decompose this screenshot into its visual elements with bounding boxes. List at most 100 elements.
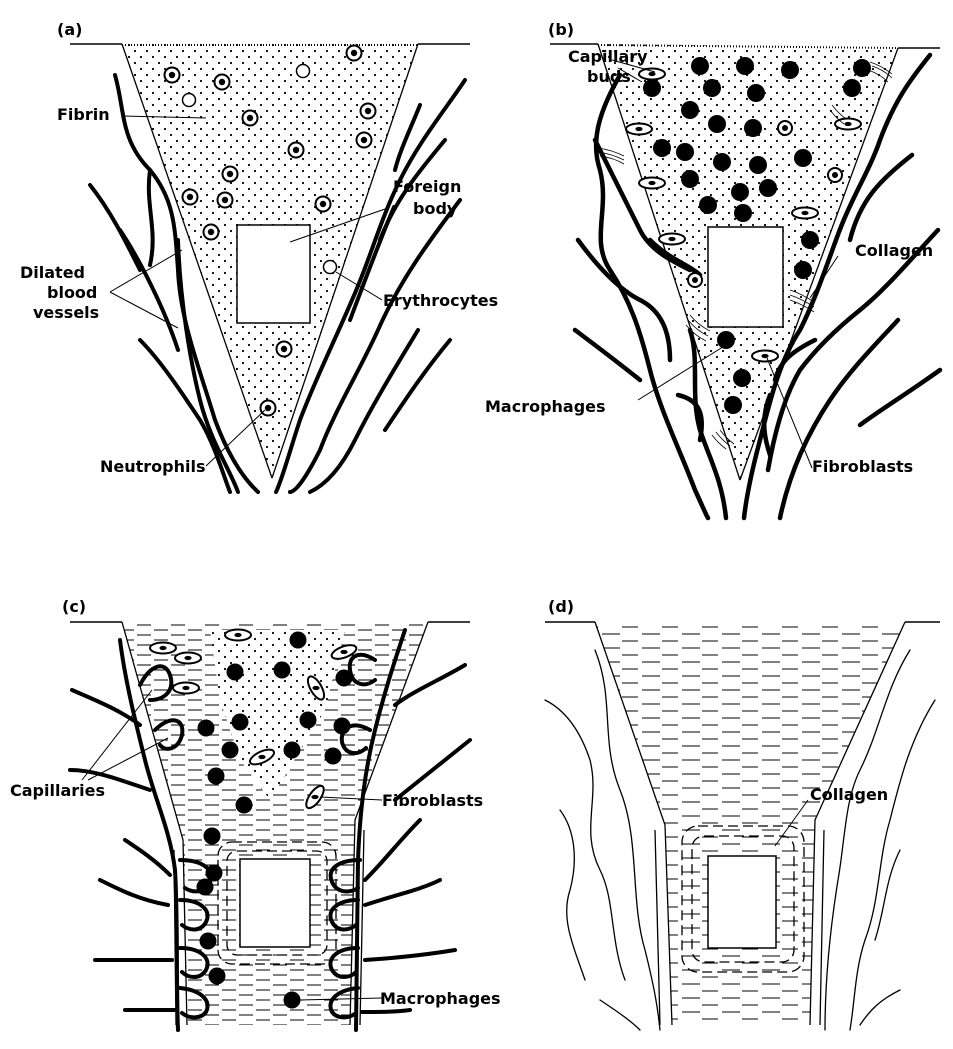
macrophage <box>843 79 861 97</box>
macrophage <box>717 331 735 349</box>
panel-b: (b) <box>485 20 940 518</box>
label-foreign-body-2: body <box>413 199 458 218</box>
label-buds: buds <box>587 67 631 86</box>
foreign-body <box>708 227 783 327</box>
macrophage <box>197 879 214 896</box>
macrophage <box>200 933 217 950</box>
foreign-body <box>240 859 310 947</box>
macrophage <box>736 57 754 75</box>
panel-c-letter: (c) <box>62 597 86 616</box>
neutrophil <box>261 401 276 416</box>
label-capillaries: Capillaries <box>10 781 105 800</box>
macrophage <box>284 742 301 759</box>
macrophage <box>336 670 353 687</box>
macrophage <box>749 156 767 174</box>
neutrophil <box>223 167 238 182</box>
macrophage <box>747 84 765 102</box>
macrophage <box>653 139 671 157</box>
fibroblast <box>175 653 201 664</box>
fibroblast <box>626 124 652 135</box>
neutrophil <box>357 133 372 148</box>
macrophage <box>699 196 717 214</box>
label-macrophages: Macrophages <box>380 989 501 1008</box>
label-fibroblasts: Fibroblasts <box>382 791 483 810</box>
macrophage <box>227 664 244 681</box>
fibroblast <box>659 234 685 245</box>
macrophage <box>236 797 253 814</box>
macrophage <box>208 768 225 785</box>
neutrophil <box>316 197 331 212</box>
erythrocyte <box>324 261 337 274</box>
macrophage <box>691 57 709 75</box>
macrophage <box>759 179 777 197</box>
label-erythrocytes: Erythrocytes <box>383 291 498 310</box>
neutrophil <box>828 168 842 182</box>
panel-a-letter: (a) <box>57 20 82 39</box>
label-vessels: vessels <box>33 303 99 322</box>
neutrophil <box>289 143 304 158</box>
macrophage <box>643 79 661 97</box>
macrophage <box>794 149 812 167</box>
macrophage <box>731 183 749 201</box>
macrophage <box>708 115 726 133</box>
macrophage <box>222 742 239 759</box>
neutrophil <box>361 104 376 119</box>
panel-c: (c) <box>10 597 501 1030</box>
fibroblast <box>173 683 199 694</box>
label-blood: blood <box>47 283 97 302</box>
macrophage <box>724 396 742 414</box>
fibroblast <box>639 178 665 189</box>
label-collagen: Collagen <box>855 241 933 260</box>
macrophage <box>300 712 317 729</box>
macrophage <box>206 865 223 882</box>
macrophage <box>713 153 731 171</box>
macrophage <box>284 992 301 1009</box>
panel-a: (a) <box>20 20 498 492</box>
macrophage <box>325 748 342 765</box>
macrophage <box>232 714 249 731</box>
macrophage <box>209 968 226 985</box>
label-fibrin: Fibrin <box>57 105 110 124</box>
label-neutrophils: Neutrophils <box>100 457 206 476</box>
fibroblast <box>150 643 176 654</box>
macrophage <box>204 828 221 845</box>
macrophage <box>274 662 291 679</box>
erythrocyte <box>297 65 310 78</box>
macrophage <box>734 204 752 222</box>
label-fibroblasts: Fibroblasts <box>812 457 913 476</box>
macrophage <box>853 59 871 77</box>
neutrophil <box>218 193 233 208</box>
erythrocyte <box>183 94 196 107</box>
macrophage <box>781 61 799 79</box>
macrophage <box>744 119 762 137</box>
fibroblast <box>752 351 778 362</box>
neutrophil <box>277 342 292 357</box>
label-capillary: Capillary <box>568 47 648 66</box>
neutrophil <box>183 190 198 205</box>
neutrophil <box>347 46 362 61</box>
macrophage <box>733 369 751 387</box>
macrophage <box>681 170 699 188</box>
macrophage <box>676 143 694 161</box>
neutrophil <box>688 273 702 287</box>
macrophage <box>290 632 307 649</box>
neutrophil <box>165 68 180 83</box>
macrophage <box>801 231 819 249</box>
panel-d-letter: (d) <box>548 597 574 616</box>
macrophage <box>703 79 721 97</box>
macrophage <box>681 101 699 119</box>
fibroblast <box>792 208 818 219</box>
panel-d: (d) Collagen <box>545 597 940 1030</box>
fibroblast <box>639 69 665 80</box>
macrophage <box>198 720 215 737</box>
macrophage <box>794 261 812 279</box>
label-dilated: Dilated <box>20 263 85 282</box>
neutrophil <box>243 111 258 126</box>
panel-b-letter: (b) <box>548 20 574 39</box>
foreign-body <box>237 225 310 323</box>
fibroblast <box>225 630 251 641</box>
neutrophil <box>204 225 219 240</box>
neutrophil <box>778 121 792 135</box>
neutrophil <box>215 75 230 90</box>
